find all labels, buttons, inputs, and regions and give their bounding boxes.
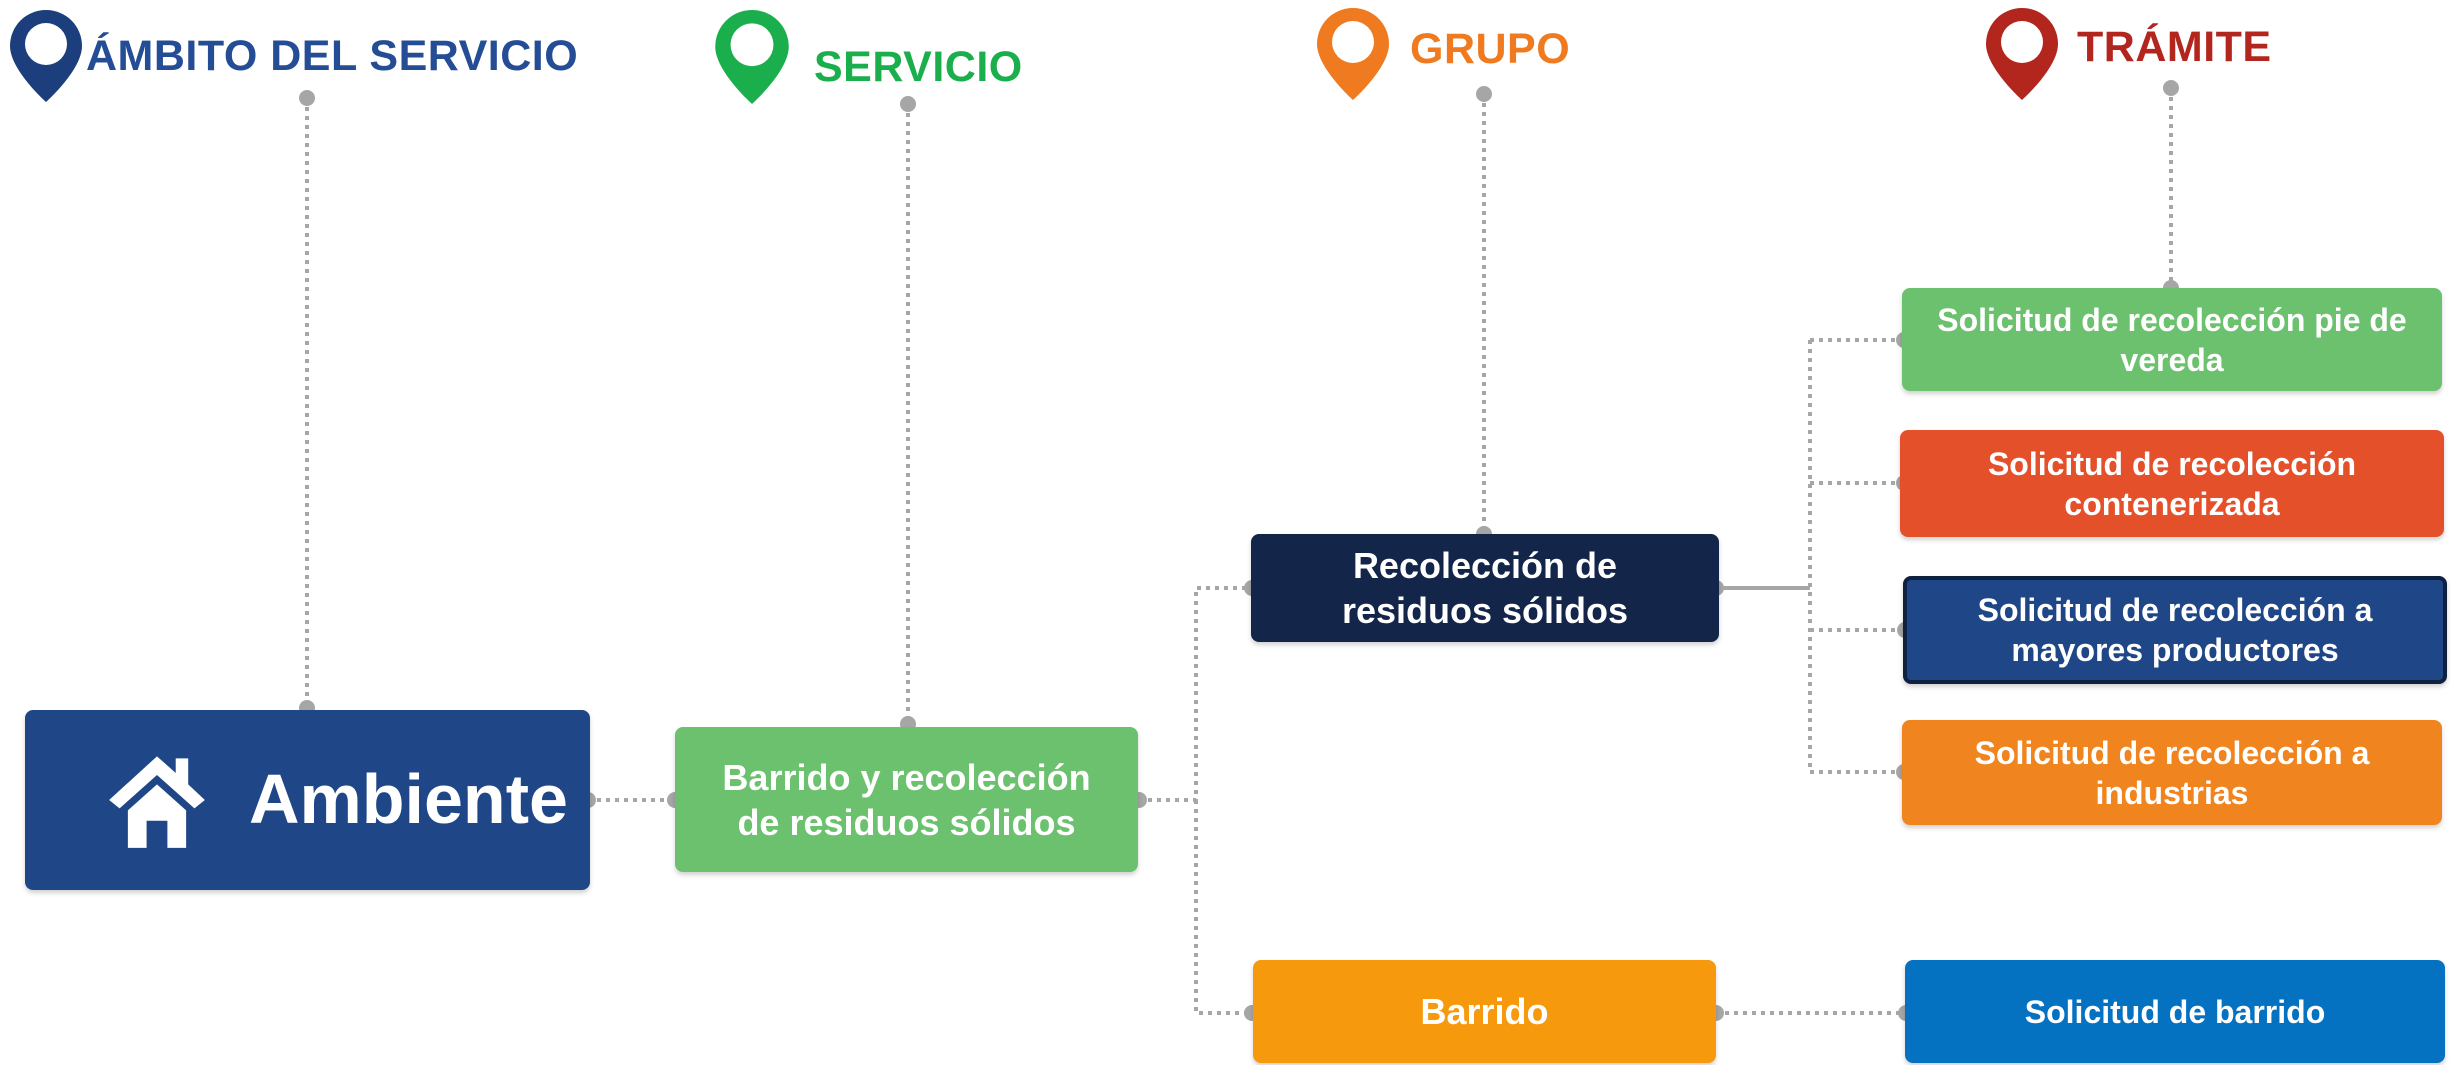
header-ambito: ÁMBITO DEL SERVICIO [8, 8, 578, 104]
grupo-node-barrido[interactable]: Barrido [1253, 960, 1716, 1063]
header-tramite-label: TRÁMITE [2077, 22, 2272, 71]
grupo-node-label: Recolección de residuos sólidos [1341, 545, 1629, 631]
map-pin-icon [10, 10, 82, 102]
tramite-node-label: Solicitud de recolección a mayores produ… [1977, 592, 2373, 668]
tramite-node-label: Solicitud de recolección contenerizada [1987, 445, 2357, 522]
tramite-node-label: Solicitud de recolección pie de vereda [1937, 301, 2407, 378]
tramite-node-label: Solicitud de barrido [2024, 993, 2326, 1030]
tramite-node-barrido[interactable]: Solicitud de barrido [1905, 960, 2445, 1063]
tramite-node-mayores-productores[interactable]: Solicitud de recolección a mayores produ… [1903, 576, 2447, 684]
header-tramite: TRÁMITE [1983, 6, 2272, 102]
map-pin-icon [1986, 8, 2058, 100]
grupo-node-recoleccion[interactable]: Recolección de residuos sólidos [1251, 534, 1719, 642]
home-icon [109, 756, 205, 848]
ambito-node-ambiente[interactable]: Ambiente [25, 710, 590, 890]
tramite-node-pie-de-vereda[interactable]: Solicitud de recolección pie de vereda [1902, 288, 2442, 391]
servicio-node[interactable]: Barrido y recolección de residuos sólido… [675, 727, 1138, 872]
header-grupo: GRUPO [1314, 6, 1570, 102]
tramite-node-label: Solicitud de recolección a industrias [1974, 734, 2370, 811]
header-servicio: SERVICIO [712, 8, 1023, 106]
header-servicio-label: SERVICIO [814, 42, 1023, 91]
grupo-node-label: Barrido [1420, 991, 1549, 1032]
tramite-node-contenerizada[interactable]: Solicitud de recolección contenerizada [1900, 430, 2444, 537]
servicio-node-label: Barrido y recolección de residuos sólido… [722, 756, 1091, 843]
map-pin-icon [1317, 8, 1389, 100]
tramite-node-industrias[interactable]: Solicitud de recolección a industrias [1902, 720, 2442, 825]
header-grupo-label: GRUPO [1410, 24, 1571, 73]
ambito-node-label: Ambiente [249, 760, 568, 839]
header-ambito-label: ÁMBITO DEL SERVICIO [86, 31, 579, 80]
map-pin-icon [715, 10, 789, 104]
